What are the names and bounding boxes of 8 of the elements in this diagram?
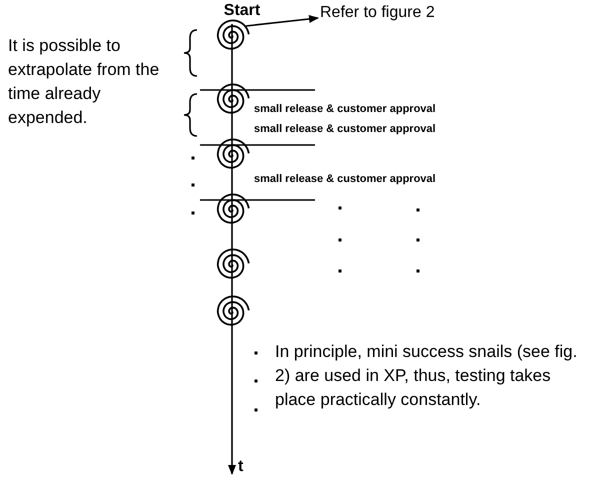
arrow bbox=[246, 15, 319, 27]
note-text: It is possible to extrapolate from the time already expended. bbox=[8, 36, 160, 127]
reference-note: Refer to figure 2 bbox=[320, 4, 490, 26]
start-label: Start bbox=[224, 2, 260, 19]
explanation-text: In principle, mini success snails (see fig. 2) are used in XP, thus, testing takes place practically constantly. bbox=[275, 342, 578, 409]
release-label: small release & customer approval bbox=[254, 123, 436, 135]
release-label: small release & customer approval bbox=[254, 173, 436, 185]
time-label: t bbox=[238, 458, 244, 475]
